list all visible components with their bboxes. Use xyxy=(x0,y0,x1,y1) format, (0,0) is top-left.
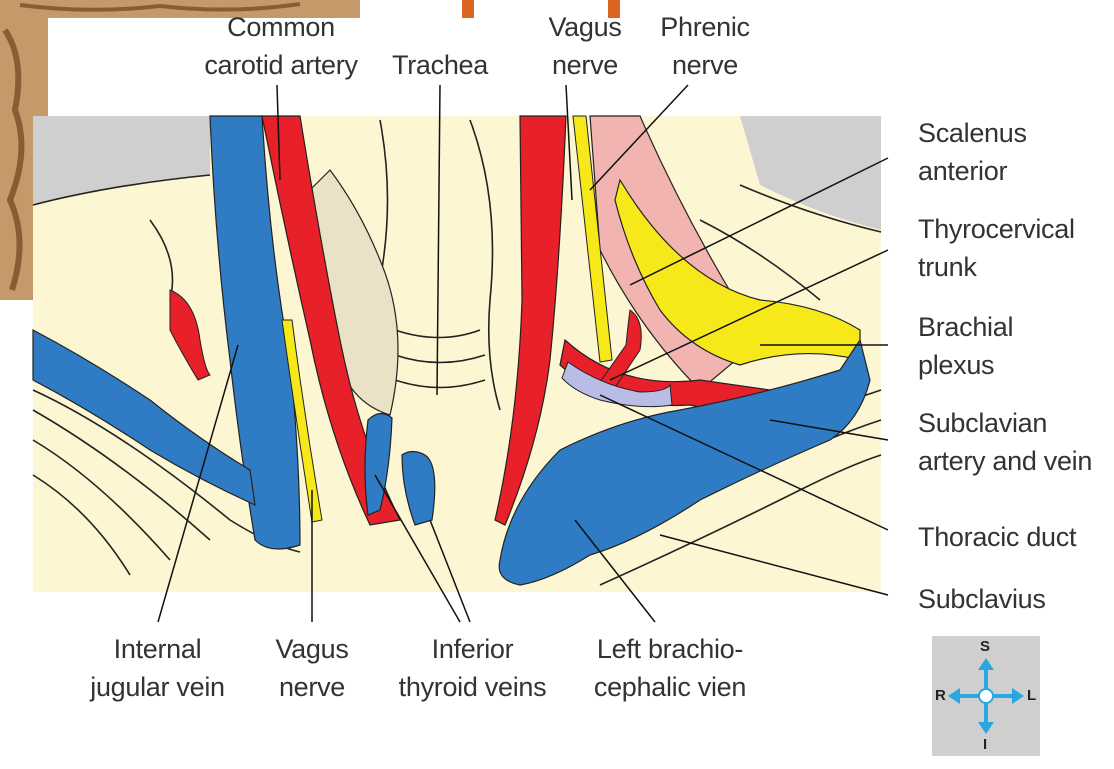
label-line: Subclavius xyxy=(918,580,1046,618)
label-line: artery and vein xyxy=(918,442,1092,480)
label-line: Internal xyxy=(70,630,245,668)
label-line: trunk xyxy=(918,248,1075,286)
label-line: Brachial xyxy=(918,308,1013,346)
label-line: carotid artery xyxy=(196,46,366,84)
label-scalenus-anterior: Scalenus anterior xyxy=(918,114,1027,190)
label-phrenic-nerve: Phrenic nerve xyxy=(645,8,765,84)
label-common-carotid-artery: Common carotid artery xyxy=(196,8,366,84)
label-line: Thoracic duct xyxy=(918,518,1076,556)
label-line: Scalenus xyxy=(918,114,1027,152)
label-line: Vagus xyxy=(262,630,362,668)
orange-mark-left xyxy=(462,0,474,18)
label-internal-jugular-vein: Internal jugular vein xyxy=(70,630,245,706)
label-line: jugular vein xyxy=(70,668,245,706)
label-line: Subclavian xyxy=(918,404,1092,442)
label-line: plexus xyxy=(918,346,1013,384)
label-line: Left brachio- xyxy=(575,630,765,668)
label-line: thyroid veins xyxy=(385,668,560,706)
label-line: cephalic vien xyxy=(575,668,765,706)
label-vagus-nerve-bottom: Vagus nerve xyxy=(262,630,362,706)
label-inferior-thyroid-veins: Inferior thyroid veins xyxy=(385,630,560,706)
orientation-compass: S I R L xyxy=(932,636,1040,756)
label-line: anterior xyxy=(918,152,1027,190)
label-line: Trachea xyxy=(380,46,500,84)
compass-superior-label: S xyxy=(980,638,990,655)
label-brachial-plexus: Brachial plexus xyxy=(918,308,1013,384)
label-subclavian-artery-vein: Subclavian artery and vein xyxy=(918,404,1092,480)
label-subclavius: Subclavius xyxy=(918,580,1046,618)
label-thyrocervical-trunk: Thyrocervical trunk xyxy=(918,210,1075,286)
label-line: Inferior xyxy=(385,630,560,668)
label-line: Phrenic xyxy=(645,8,765,46)
compass-left-label: L xyxy=(1027,687,1036,704)
compass-inferior-label: I xyxy=(983,736,987,753)
label-line: nerve xyxy=(262,668,362,706)
label-line: Common xyxy=(196,8,366,46)
label-line: nerve xyxy=(645,46,765,84)
label-line: nerve xyxy=(535,46,635,84)
label-thoracic-duct: Thoracic duct xyxy=(918,518,1076,556)
label-line: Thyrocervical xyxy=(918,210,1075,248)
label-line: Vagus xyxy=(535,8,635,46)
label-left-brachiocephalic-vein: Left brachio- cephalic vien xyxy=(575,630,765,706)
compass-right-label: R xyxy=(935,687,946,704)
label-vagus-nerve-top: Vagus nerve xyxy=(535,8,635,84)
label-trachea: Trachea xyxy=(380,46,500,84)
